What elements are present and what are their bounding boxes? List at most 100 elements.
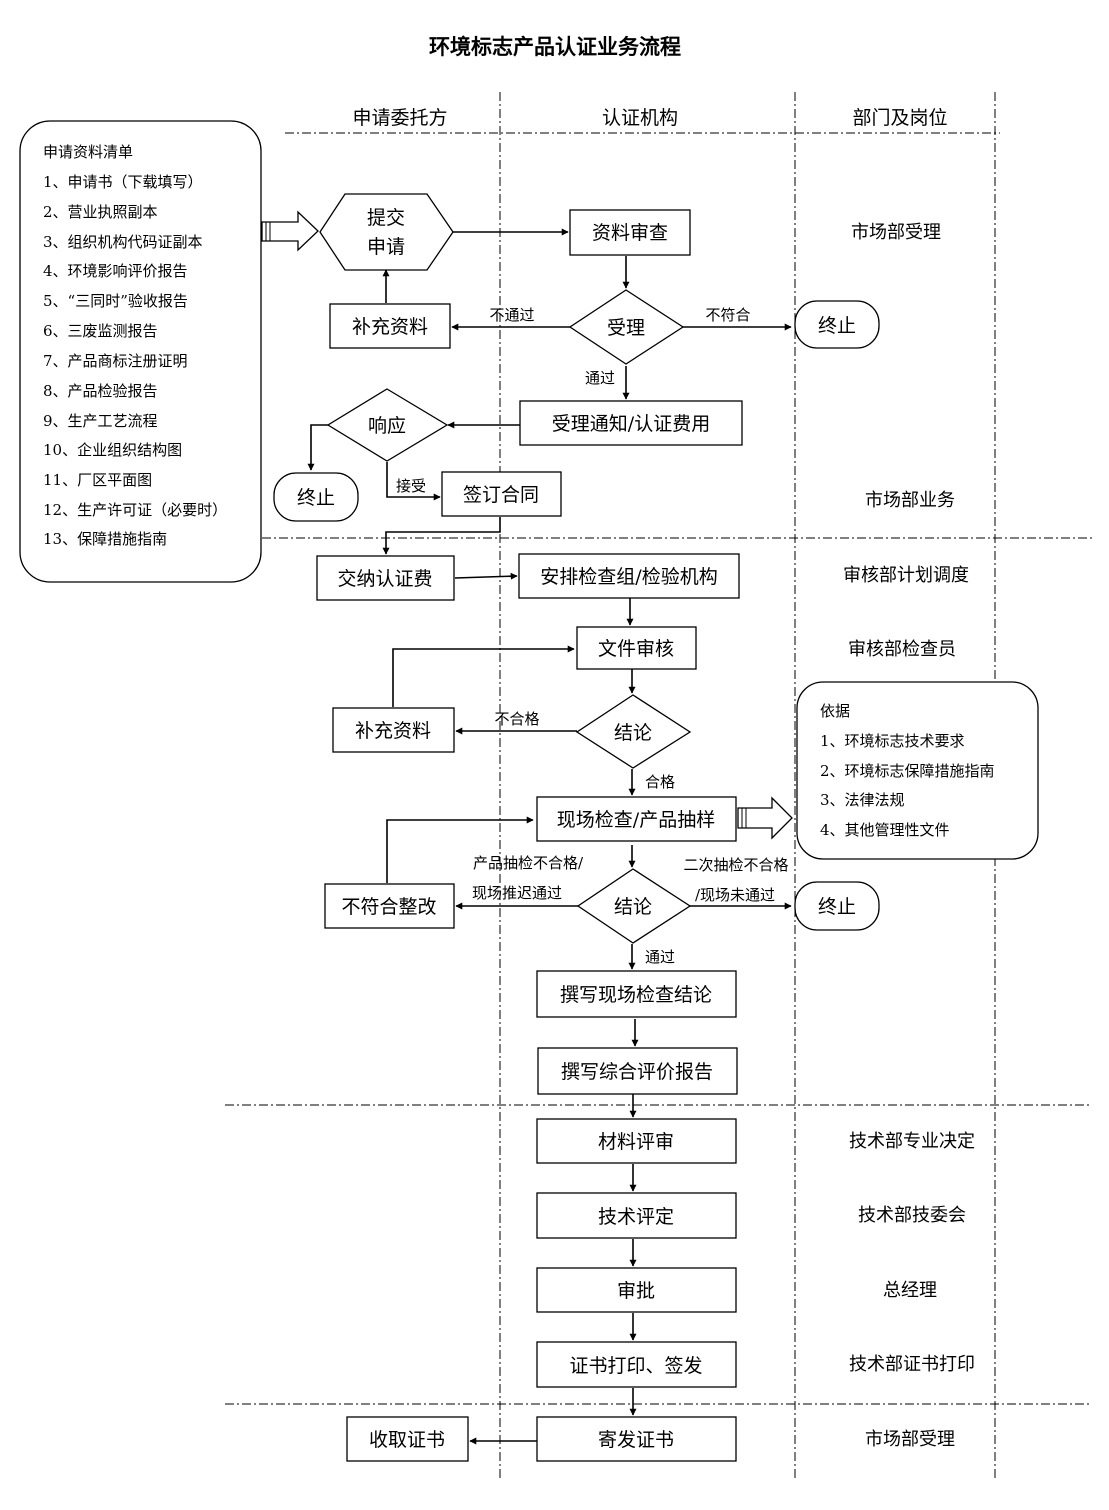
svg-text:受理通知/认证费用: 受理通知/认证费用: [552, 413, 710, 435]
department-label: 市场部业务: [865, 490, 955, 511]
node-tech-assess: 技术评定: [536, 1192, 737, 1239]
svg-text:响应: 响应: [368, 415, 406, 437]
node-write-report: 撰写综合评价报告: [537, 1047, 738, 1095]
department-label: 技术部专业决定: [849, 1131, 975, 1152]
department-label: 总经理: [883, 1280, 937, 1301]
materials-item: 11、厂区平面图: [43, 471, 152, 489]
edge-label: 不符合: [705, 306, 750, 324]
basis-box: 依据 1、环境标志技术要求 2、环境标志保障措施指南 3、法律法规 4、其他管理…: [796, 681, 1039, 860]
node-conclusion-1: 结论: [575, 694, 692, 769]
materials-item: 2、营业执照副本: [43, 203, 158, 221]
svg-text:撰写综合评价报告: 撰写综合评价报告: [561, 1061, 713, 1083]
edge-label: 不通过: [489, 306, 534, 324]
node-supplement-1: 补充资料: [329, 303, 451, 349]
edge-label: 合格: [645, 773, 675, 791]
lane-header-applicant: 申请委托方: [352, 107, 447, 129]
node-approve: 审批: [536, 1267, 737, 1313]
department-label: 审核部检查员: [848, 639, 956, 660]
svg-text:结论: 结论: [614, 896, 652, 918]
department-label: 技术部证书打印: [849, 1354, 975, 1375]
svg-text:材料评审: 材料评审: [598, 1131, 674, 1153]
node-material-review: 材料评审: [536, 1118, 737, 1164]
node-doc-review: 资料审查: [569, 209, 691, 256]
connectors: [307, 228, 792, 1445]
materials-item: 8、产品检验报告: [43, 382, 158, 400]
materials-item: 7、产品商标注册证明: [43, 352, 188, 370]
edge-label: 接受: [396, 477, 426, 495]
svg-text:终止: 终止: [818, 896, 856, 918]
svg-text:寄发证书: 寄发证书: [598, 1429, 674, 1451]
node-receive-cert: 收取证书: [346, 1416, 469, 1462]
edge-label: 现场推迟通过: [472, 884, 562, 902]
svg-text:审批: 审批: [617, 1280, 655, 1302]
edge-label: 二次抽检不合格: [683, 856, 788, 874]
materials-item: 5、“三同时”验收报告: [43, 292, 188, 310]
node-respond-decision: 响应: [326, 388, 449, 462]
svg-text:补充资料: 补充资料: [355, 720, 431, 742]
svg-text:不符合整改: 不符合整改: [341, 896, 436, 918]
lane-header-department: 部门及岗位: [852, 107, 947, 129]
edge-label: 产品抽检不合格/: [473, 854, 584, 872]
svg-text:结论: 结论: [614, 722, 652, 744]
node-submit-application: 提交 申请: [319, 193, 454, 271]
lane-header-certifier: 认证机构: [602, 107, 678, 129]
node-pay-fee: 交纳认证费: [316, 555, 455, 601]
node-end-3: 终止: [794, 881, 880, 931]
basis-item: 2、环境标志保障措施指南: [820, 762, 995, 780]
svg-text:文件审核: 文件审核: [598, 638, 674, 660]
svg-text:收取证书: 收取证书: [369, 1429, 445, 1451]
svg-text:交纳认证费: 交纳认证费: [337, 568, 432, 590]
svg-text:终止: 终止: [818, 315, 856, 337]
node-accept-decision: 受理: [568, 289, 685, 365]
node-rectify: 不符合整改: [324, 883, 455, 929]
node-conclusion-2: 结论: [576, 868, 692, 944]
node-send-cert: 寄发证书: [536, 1416, 737, 1462]
basis-item: 4、其他管理性文件: [820, 821, 950, 839]
block-arrow-icon: [737, 796, 793, 840]
materials-list-box: 申请资料清单 1、申请书（下载填写） 2、营业执照副本 3、组织机构代码证副本 …: [19, 120, 262, 583]
materials-item: 10、企业组织结构图: [43, 441, 182, 459]
node-end-2: 终止: [273, 472, 359, 522]
svg-text:补充资料: 补充资料: [352, 316, 428, 338]
svg-text:终止: 终止: [297, 487, 335, 509]
svg-text:现场检查/产品抽样: 现场检查/产品抽样: [557, 809, 715, 831]
block-arrow-icon: [261, 210, 319, 252]
svg-text:提交: 提交: [367, 207, 405, 229]
materials-item: 1、申请书（下载填写）: [43, 173, 203, 191]
node-file-review: 文件审核: [576, 626, 697, 670]
department-label: 技术部技委会: [858, 1205, 966, 1226]
basis-item: 3、法律法规: [820, 791, 905, 809]
materials-heading: 申请资料清单: [43, 143, 133, 161]
edge-label: 通过: [645, 948, 675, 966]
basis-item: 1、环境标志技术要求: [820, 732, 965, 750]
department-label: 市场部受理: [865, 1429, 955, 1450]
node-sign-contract: 签订合同: [441, 471, 562, 517]
department-label: 审核部计划调度: [843, 565, 969, 586]
node-end-1: 终止: [794, 300, 880, 349]
node-notice-fee: 受理通知/认证费用: [519, 400, 743, 446]
materials-item: 9、生产工艺流程: [43, 412, 158, 430]
svg-text:签订合同: 签订合同: [463, 484, 539, 506]
department-label: 市场部受理: [851, 222, 941, 243]
node-supplement-2: 补充资料: [332, 707, 455, 753]
page-title: 环境标志产品认证业务流程: [429, 34, 681, 59]
svg-text:申请: 申请: [367, 236, 405, 258]
materials-item: 13、保障措施指南: [43, 530, 167, 548]
node-cert-print: 证书打印、签发: [536, 1341, 737, 1388]
basis-heading: 依据: [820, 702, 850, 720]
svg-text:资料审查: 资料审查: [592, 222, 668, 244]
materials-item: 6、三废监测报告: [43, 322, 158, 340]
edge-label: 不合格: [494, 710, 539, 728]
materials-item: 3、组织机构代码证副本: [43, 233, 203, 251]
node-arrange: 安排检查组/检验机构: [518, 553, 740, 599]
svg-text:受理: 受理: [607, 317, 645, 339]
materials-item: 4、环境影响评价报告: [43, 262, 188, 280]
svg-text:撰写现场检查结论: 撰写现场检查结论: [560, 984, 712, 1006]
svg-text:安排检查组/检验机构: 安排检查组/检验机构: [540, 566, 717, 588]
svg-text:技术评定: 技术评定: [598, 1206, 674, 1228]
materials-item: 12、生产许可证（必要时）: [43, 501, 227, 519]
svg-text:证书打印、签发: 证书打印、签发: [569, 1355, 702, 1377]
node-write-conclusion: 撰写现场检查结论: [536, 970, 737, 1018]
edge-label: /现场未通过: [695, 886, 775, 904]
